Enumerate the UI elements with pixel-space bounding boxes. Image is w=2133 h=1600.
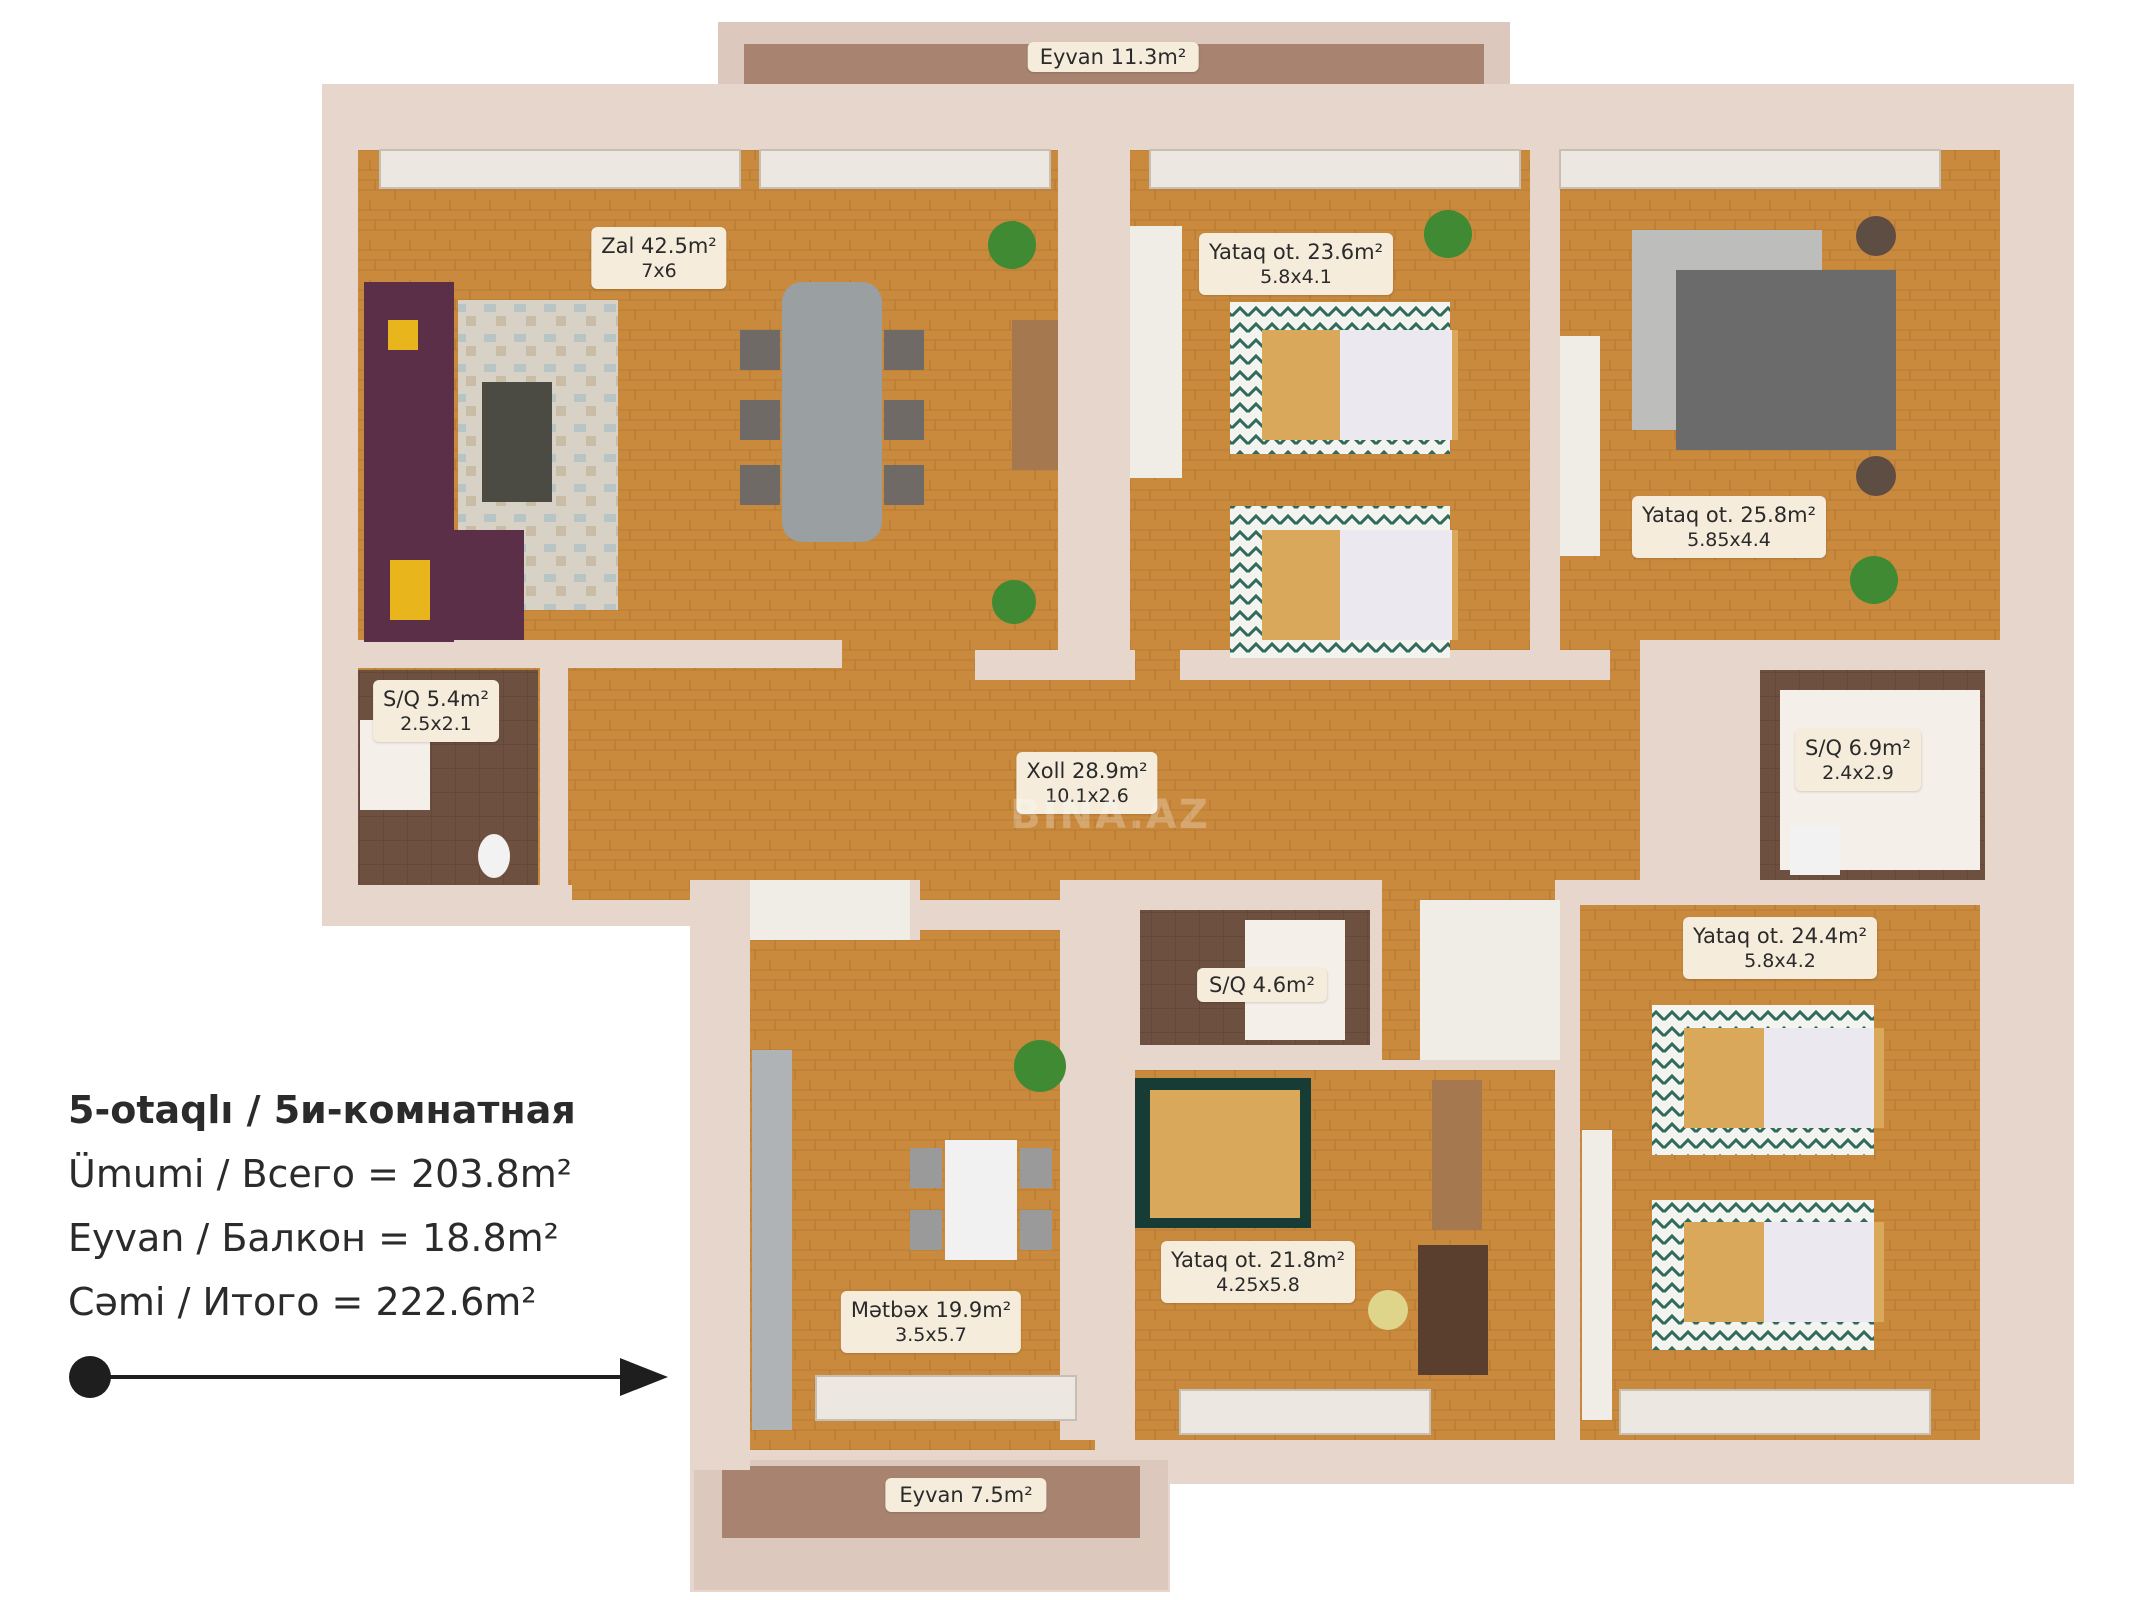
balcony-area: Eyvan / Балкон = 18.8m²: [68, 1216, 559, 1260]
room-title: Eyvan 11.3m²: [1039, 45, 1187, 69]
room-label-hall: Xoll 28.9m² 10.1x2.6: [1016, 752, 1158, 814]
room-title: Yataq ot. 23.6m²: [1209, 240, 1383, 264]
room-dimensions: 2.4x2.9: [1822, 762, 1894, 784]
area-summary: 5-otaqlı / 5и-комнатная Ümumi / Всего = …: [68, 1078, 576, 1334]
kitchen-furniture: [750, 880, 1066, 1430]
total-area: Ümumi / Всего = 203.8m²: [68, 1152, 573, 1196]
room-title: S/Q 6.9m²: [1805, 736, 1911, 760]
room-label-bedroom2: Yataq ot. 25.8m² 5.85x4.4: [1632, 496, 1826, 558]
room-label-bedroom1: Yataq ot. 23.6m² 5.8x4.1: [1199, 233, 1393, 295]
grand-total-area: Cəmi / Итого = 222.6m²: [68, 1280, 537, 1324]
room-title: Zal 42.5m²: [601, 234, 717, 258]
room-dimensions: 5.8x4.1: [1260, 266, 1332, 288]
room-dimensions: 5.8x4.2: [1744, 950, 1816, 972]
room-label-kitchen: Mətbəx 19.9m² 3.5x5.7: [840, 1291, 1022, 1353]
room-title: Yataq ot. 24.4m²: [1693, 924, 1867, 948]
living-room-furniture: [364, 221, 1058, 642]
bathrooms: [358, 665, 1985, 1045]
room-dimensions: 2.5x2.1: [400, 713, 472, 735]
room-dimensions: 3.5x5.7: [895, 1324, 967, 1346]
room-count: 5-otaqlı / 5и-комнатная: [68, 1088, 576, 1132]
room-label-bath2: S/Q 6.9m² 2.4x2.9: [1795, 729, 1921, 791]
room-title: Mətbəx 19.9m²: [850, 1298, 1012, 1322]
room-title: Eyvan 7.5m²: [899, 1483, 1033, 1507]
room-title: S/Q 4.6m²: [1209, 973, 1315, 997]
room-title: Xoll 28.9m²: [1026, 759, 1148, 783]
room-dimensions: 4.25x5.8: [1216, 1274, 1300, 1296]
arrow-head-icon: [620, 1358, 668, 1396]
room-label-bedroom4: Yataq ot. 21.8m² 4.25x5.8: [1161, 1241, 1355, 1303]
bedroom-furniture: [1130, 210, 1898, 1420]
pointer-arrow: [69, 1356, 668, 1398]
room-label-balcony-top: Eyvan 11.3m²: [1027, 42, 1199, 72]
room-label-bath1: S/Q 5.4m² 2.5x2.1: [373, 680, 499, 742]
room-title: Yataq ot. 25.8m²: [1642, 503, 1816, 527]
room-label-zal: Zal 42.5m² 7x6: [591, 227, 727, 289]
room-label-bath3: S/Q 4.6m²: [1197, 968, 1327, 1002]
room-label-bedroom3: Yataq ot. 24.4m² 5.8x4.2: [1683, 917, 1877, 979]
room-dimensions: 10.1x2.6: [1045, 785, 1129, 807]
window-curtains: [379, 149, 1941, 1435]
room-title: S/Q 5.4m²: [383, 687, 489, 711]
watermark: BINA.AZ: [1010, 792, 1210, 838]
room-dimensions: 7x6: [641, 260, 677, 282]
room-label-balcony-bottom: Eyvan 7.5m²: [885, 1478, 1047, 1512]
room-dimensions: 5.85x4.4: [1687, 529, 1771, 551]
room-title: Yataq ot. 21.8m²: [1171, 1248, 1345, 1272]
